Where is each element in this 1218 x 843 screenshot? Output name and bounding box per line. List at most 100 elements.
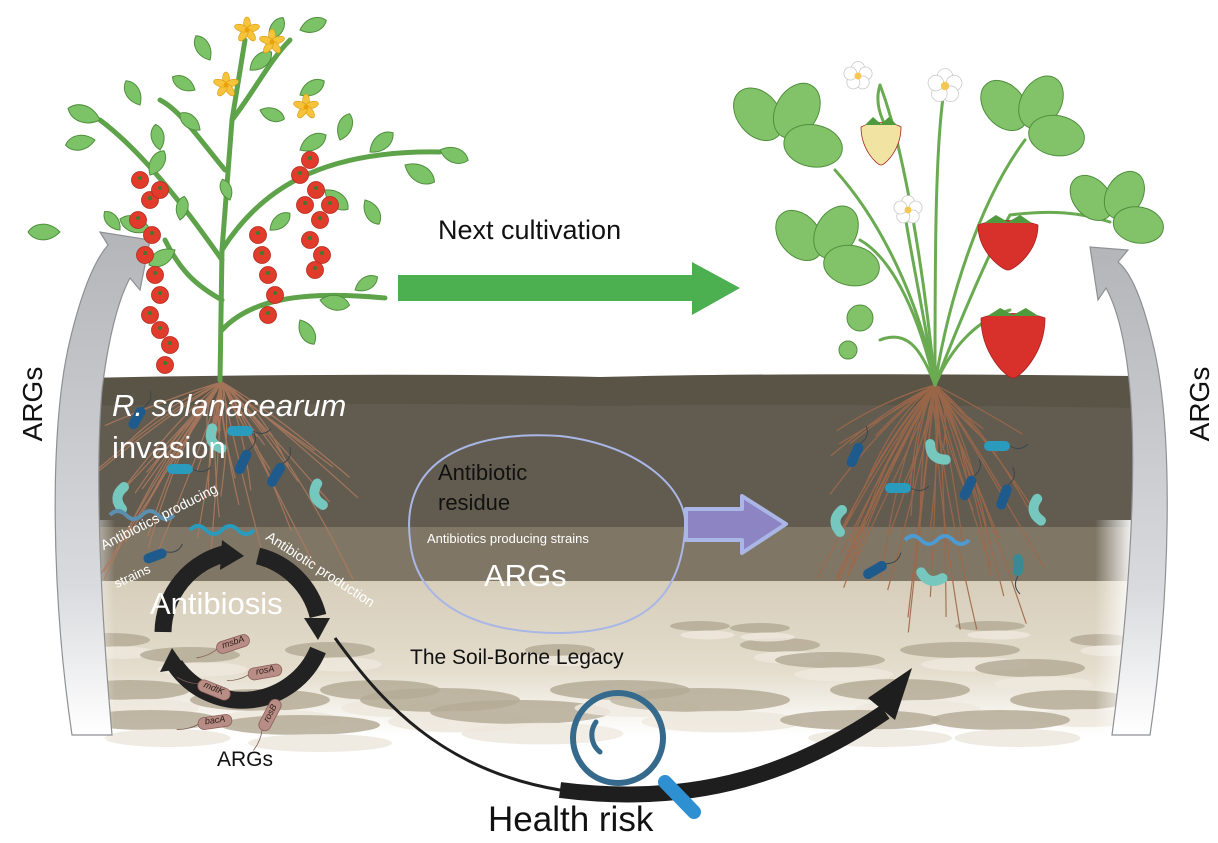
root-strand [934,384,992,567]
bacterium-body [830,505,847,537]
rod-bacterium [267,447,291,487]
gene-cell-body [216,634,250,654]
pebble [220,715,380,735]
root-strand [934,384,992,576]
tomato-calyx [148,196,152,200]
flower-center [244,27,250,33]
gene-cell-tail [196,648,218,659]
args-bottom-label: ARGs [217,748,274,771]
root-strand [103,381,223,580]
leaf [319,294,351,311]
leaf [369,131,394,153]
pebble [740,638,820,652]
tomato-calyx [314,186,318,190]
root-strand [934,384,970,486]
bacterium-body [959,475,977,501]
root-strand [910,384,936,516]
berry-calyx [984,215,1032,223]
spiral-bacterium [903,534,971,546]
bacterium-body [846,442,864,468]
flagellum [1009,443,1029,450]
tomato-calyx [150,231,154,235]
tomato-flower [259,28,285,54]
pebble [955,621,1025,631]
rod-bacterium [846,425,868,468]
bacterium-body [227,426,253,436]
flagellum [860,425,868,444]
flagellum [248,432,256,451]
strawberry-leaflet [783,124,843,168]
root-strand [934,384,1023,435]
root-strand [217,381,223,433]
rod-bacterium [996,466,1015,510]
leaf [148,248,176,268]
next-cultivation-arrow [398,262,740,315]
antibiotic-residue-label-line1: Antibiotic [438,460,528,485]
bacterium-body [143,548,167,564]
strawberry-leaflet [1069,174,1114,221]
bacterium-body [1013,554,1023,576]
pebble-highlight [641,710,804,733]
gene-cell-tail [176,676,199,685]
rod-bacterium [863,552,902,579]
strawberry-leaflet [980,79,1029,131]
root-strand [209,381,223,571]
bacterium-body [267,463,285,487]
root-strand [837,384,936,538]
tomato-calyx [143,251,147,255]
leaf [64,134,96,151]
leaf [363,199,382,225]
strawberry-leaflet [733,87,784,142]
spiral-bacterium [108,509,176,521]
tomato-calyx [256,231,260,235]
flower-center [269,39,275,45]
leaf [439,146,469,164]
strawberry-flower [843,61,873,90]
bacterium-body [925,438,951,465]
berry-calyx [865,117,897,125]
pebble-highlight [537,655,601,667]
bacterium-body [996,484,1012,510]
bacterium-body [863,561,887,579]
curved-bacterium [830,505,847,537]
health-risk-arrow [333,637,912,803]
rod-bacterium [143,543,183,564]
leaf [299,132,327,152]
leaf [171,75,196,92]
bacterium-body [167,464,193,474]
pebble [610,688,790,712]
args-arrow-right [1089,246,1168,736]
leaf [179,112,201,131]
leaf [148,150,167,176]
root-strand [836,384,936,432]
pebble [670,621,730,631]
rod-bacterium [885,483,930,493]
root-strand [880,384,936,580]
tomato-calyx [260,251,264,255]
health-risk-label: Health risk [488,800,654,839]
rod-bacterium [1013,554,1023,595]
rod-bacterium [227,426,272,436]
pebble-highlight [104,729,231,747]
antibiosis-label: Antibiosis [150,586,283,621]
leaf [299,78,325,97]
root-strand [850,384,936,543]
root-strand [119,381,223,451]
pebble [930,710,1070,730]
strawberry-flower [893,195,923,224]
root-strand [221,381,289,468]
leaf [103,211,121,231]
flagellum [1008,466,1015,486]
root-strand [836,384,936,578]
pebble-highlight [967,630,1031,640]
tomato-calyx [318,216,322,220]
tomato-calyx [158,326,162,330]
bacterium-body [188,524,256,536]
pathogen-event-label: invasion [112,430,226,465]
soil-bacteria [108,390,1046,595]
strawberry-leaflet [1028,114,1085,157]
leaf [298,319,317,345]
transfer-arrow [684,494,788,555]
leaf [269,212,291,231]
